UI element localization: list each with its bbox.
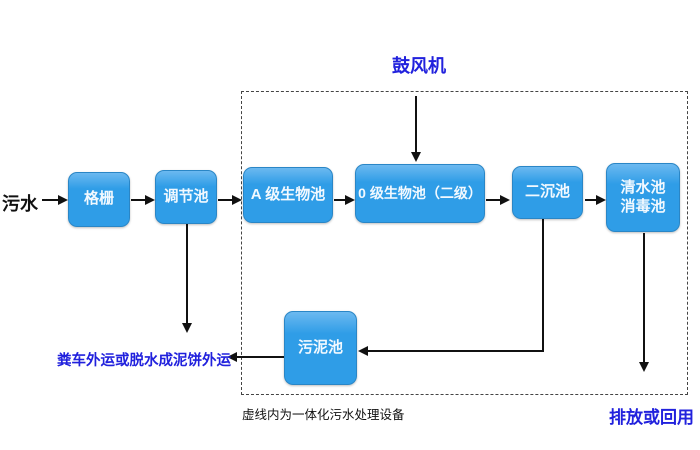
box-clear-water-line2: 消毒池 bbox=[620, 197, 666, 215]
box-clear-water-line1: 清水池 bbox=[620, 178, 666, 196]
box-a-bio-tank: A 级生物池 bbox=[243, 167, 333, 223]
box-o-bio-tank: 0 级生物池（二级） bbox=[355, 164, 485, 223]
box-sludge-tank: 污泥池 bbox=[284, 311, 357, 385]
label-discharge: 排放或回用 bbox=[609, 408, 694, 427]
label-sludge-out: 粪车外运或脱水成泥饼外运 bbox=[57, 353, 231, 369]
box-regulating-tank-label: 调节池 bbox=[163, 187, 209, 205]
box-o-bio-tank-label: 0 级生物池（二级） bbox=[358, 184, 482, 201]
box-secondary-sedimentation: 二沉池 bbox=[512, 166, 583, 219]
box-regulating-tank: 调节池 bbox=[155, 170, 217, 224]
box-secondary-sedimentation-label: 二沉池 bbox=[524, 183, 570, 201]
label-blower: 鼓风机 bbox=[392, 56, 446, 76]
box-clear-water-disinfection: 清水池 消毒池 bbox=[606, 163, 680, 232]
box-grid-label: 格栅 bbox=[83, 190, 114, 208]
box-sludge-tank-label: 污泥池 bbox=[297, 338, 343, 356]
label-inflow: 污水 bbox=[2, 194, 38, 214]
label-dashed-caption: 虚线内为一体化污水处理设备 bbox=[242, 408, 405, 422]
integrated-equipment-dashed-boundary bbox=[241, 91, 688, 395]
box-grid: 格栅 bbox=[68, 172, 130, 227]
box-a-bio-tank-label: A 级生物池 bbox=[250, 185, 326, 203]
